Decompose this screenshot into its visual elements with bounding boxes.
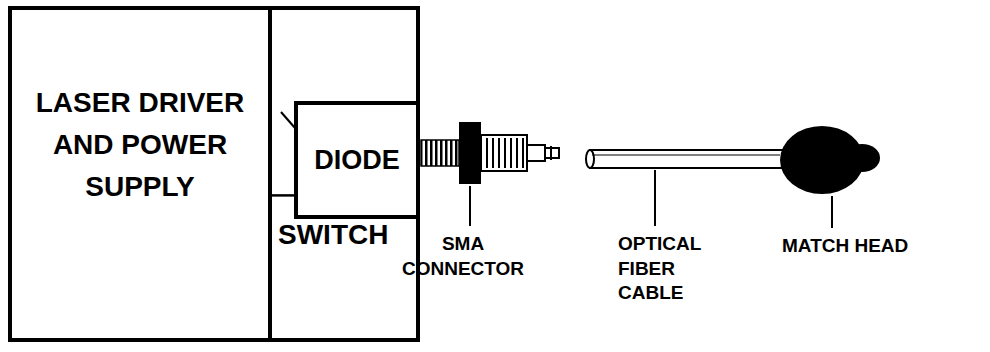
leader-line [469,186,471,226]
optical-fiber [586,150,786,168]
box-text: DIODE [314,140,400,181]
match-head [780,126,880,194]
diode-box: DIODE [294,101,420,219]
leader-line [831,196,833,228]
part-label: SMA CONNECTOR [388,232,538,281]
power-supply-box: LASER DRIVER AND POWER SUPPLY [8,6,272,342]
switch-lever [281,112,295,128]
switch-box: SWITCH DIODE [268,6,420,342]
wire [270,194,296,197]
leader-line [654,170,656,226]
sma-connector [421,122,559,184]
part-label: MATCH HEAD [782,234,972,259]
box-text: SWITCH [278,214,388,256]
part-label: OPTICAL FIBER CABLE [618,232,728,306]
box-text: LASER DRIVER AND POWER SUPPLY [15,82,265,208]
